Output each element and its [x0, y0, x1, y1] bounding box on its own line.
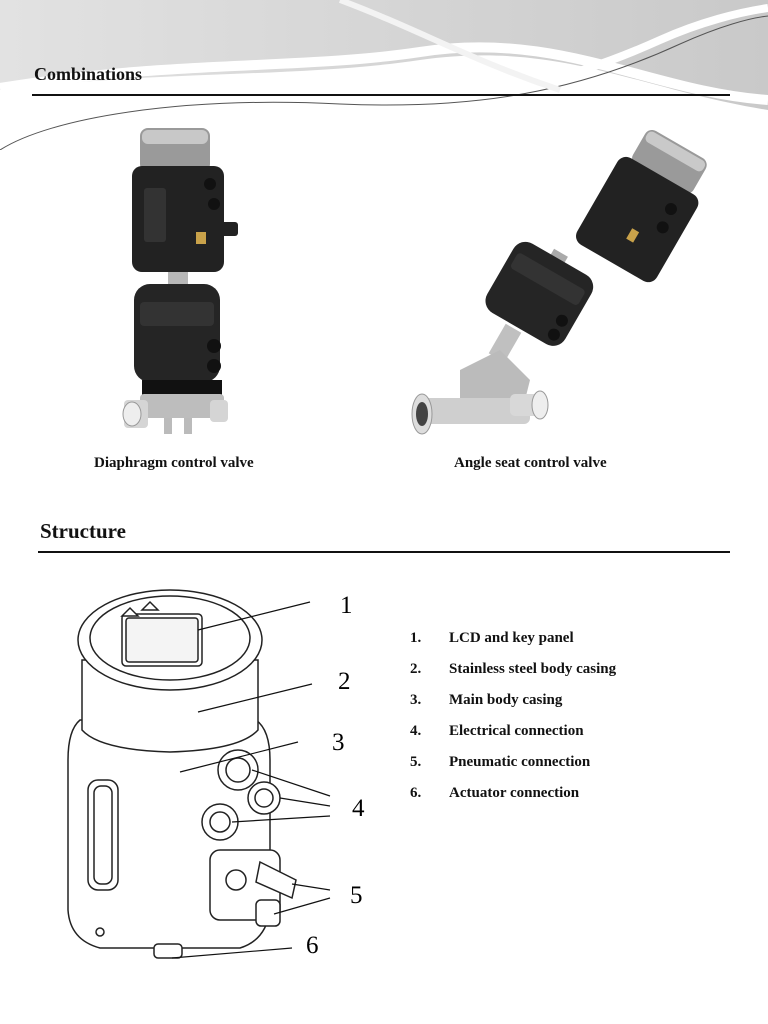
positioner-structure-drawing: 1 2 3 4 5 6 [67, 589, 365, 959]
header-swoosh-background [0, 0, 768, 150]
part-number: 2. [410, 661, 422, 677]
part-number: 3. [410, 692, 422, 708]
list-item: 3. Main body casing [410, 692, 616, 723]
angle-seat-valve-caption: Angle seat control valve [454, 455, 607, 471]
callout-5: 5 [350, 882, 363, 909]
part-label: Main body casing [449, 692, 563, 708]
part-label: LCD and key panel [449, 630, 574, 646]
list-item: 1. LCD and key panel [410, 630, 616, 661]
part-label: Stainless steel body casing [449, 661, 617, 677]
part-label: Electrical connection [449, 723, 584, 739]
callout-4: 4 [352, 795, 365, 822]
diaphragm-valve-caption: Diaphragm control valve [94, 455, 254, 471]
angle-seat-valve-image [411, 130, 707, 435]
section-divider [32, 94, 730, 96]
structure-title: Structure [40, 519, 126, 543]
structure-parts-list: 1. LCD and key panel 2. Stainless steel bo… [410, 630, 616, 816]
list-item: 6. Actuator connection [410, 785, 616, 816]
part-number: 6. [410, 785, 422, 801]
callout-2: 2 [338, 668, 351, 695]
part-label: Actuator connection [449, 785, 580, 801]
list-item: 4. Electrical connection [410, 723, 616, 754]
list-item: 2. Stainless steel body casing [410, 661, 616, 692]
callout-3: 3 [332, 729, 345, 756]
part-number: 4. [410, 723, 422, 739]
part-label: Pneumatic connection [449, 754, 591, 770]
section-divider [38, 551, 730, 553]
diaphragm-valve-image [122, 128, 238, 434]
callout-1: 1 [340, 592, 353, 619]
combinations-title: Combinations [34, 64, 143, 84]
part-number: 1. [410, 630, 422, 646]
list-item: 5. Pneumatic connection [410, 754, 616, 785]
part-number: 5. [410, 754, 422, 770]
callout-6: 6 [306, 932, 319, 959]
